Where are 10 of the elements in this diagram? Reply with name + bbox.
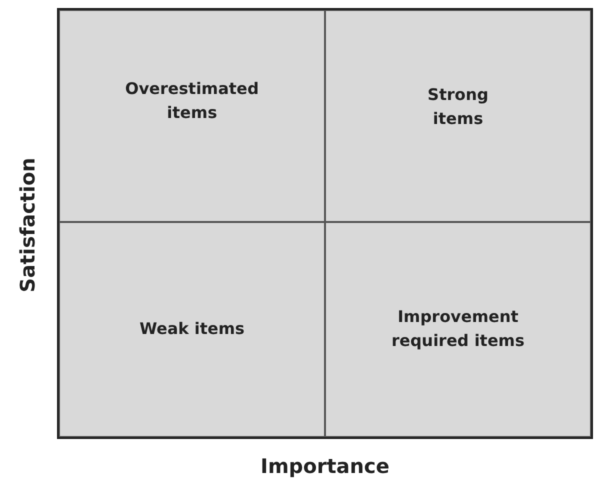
quadrant-box: [59, 222, 325, 437]
quadrant-label: Strong items: [426, 84, 490, 130]
quadrant-box: [325, 10, 591, 222]
quadrant-box: [59, 10, 325, 222]
quadrant-label: Improvement required items: [390, 306, 526, 352]
quadrant-box: [325, 222, 591, 437]
quadrant-label: Overestimated items: [124, 78, 260, 124]
axis-label: Importance: [260, 454, 390, 478]
axis-label: Satisfaction: [14, 158, 39, 292]
quadrant-label: Weak items: [138, 318, 246, 340]
